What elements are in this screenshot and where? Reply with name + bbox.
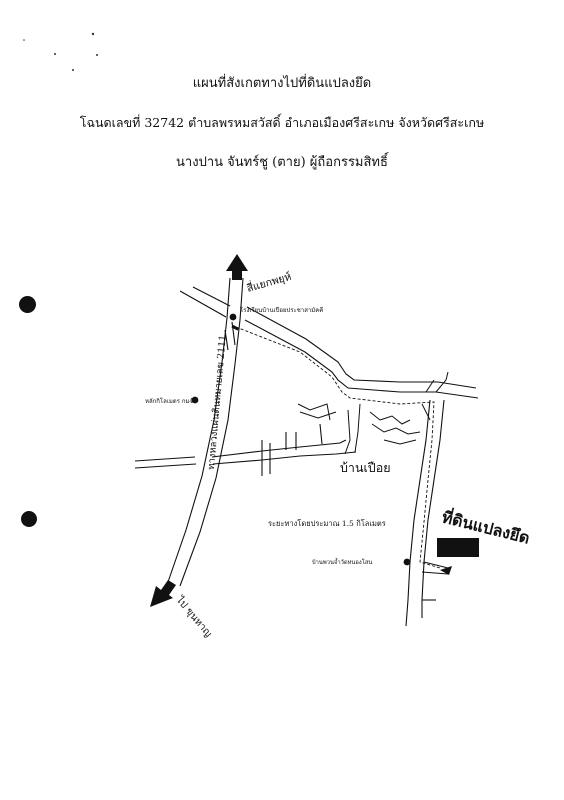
map-title: แผนที่สังเกตทางไปที่ดินแปลงยึด xyxy=(192,76,372,91)
label-to-south: ไป ขุนหาญ xyxy=(173,593,214,639)
scan-specks xyxy=(23,32,98,71)
school-entry-arrow xyxy=(231,324,240,331)
village-lanes xyxy=(297,371,449,455)
school-marker xyxy=(229,313,237,321)
label-distance: ระยะทางโดยประมาณ 1.5 กิโลเมตร xyxy=(268,519,386,528)
deed-info: โฉนดเลขที่ 32742 ตำบลพรหมสวัสดิ์ อำเภอเม… xyxy=(79,115,485,130)
target-parcel xyxy=(437,538,479,557)
label-village: บ้านเปือย xyxy=(340,460,391,475)
label-temple: บ้านพวนจ้ำวัดหนองโสน xyxy=(312,557,372,566)
label-km-post: หลักกิโลเมตร กม4 xyxy=(145,397,193,405)
main-ew-road xyxy=(134,423,357,476)
punch-hole-bottom xyxy=(21,511,37,527)
highway-2111 xyxy=(167,277,244,587)
label-highway: ทางหลวงแผ่นดินหมายเลข 2111 xyxy=(206,334,229,470)
target-entry-arrow xyxy=(440,566,452,575)
route-dashed-line xyxy=(235,326,441,569)
owner-info: นางปาน จันทร์ชู (ตาย) ผู้ถือกรรมสิทธิ์ xyxy=(176,155,388,170)
north-arrow xyxy=(226,254,248,280)
eastern-road xyxy=(405,399,449,627)
label-school: โรงเรียนบ้านเปือยประชาสามัคคี xyxy=(240,306,323,314)
label-to-north: สี่แยกพยุห์ xyxy=(245,269,293,295)
temple-marker xyxy=(403,558,411,566)
punch-hole-top xyxy=(19,296,36,313)
km-post-marker xyxy=(191,396,199,404)
south-arrow xyxy=(150,580,176,607)
road-to-village xyxy=(179,286,479,399)
